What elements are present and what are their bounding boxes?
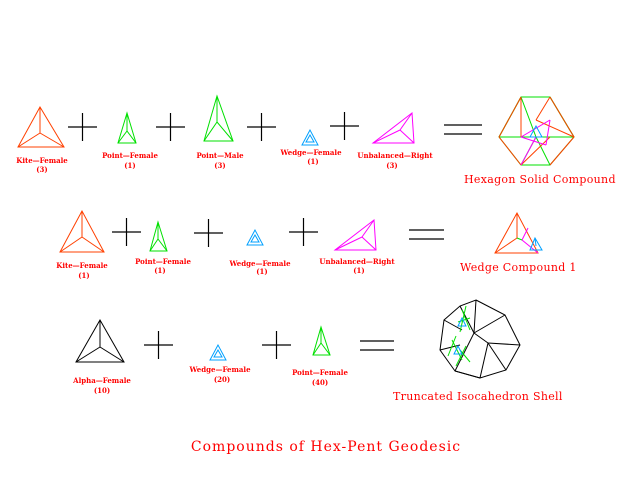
plus-sign [330, 112, 359, 140]
equals-sign [444, 124, 482, 135]
plus-sign [247, 113, 276, 141]
part-count: (10) [94, 386, 110, 395]
part-count: (3) [386, 161, 398, 170]
part-name: Unbalanced—Right [319, 257, 395, 266]
point-female-shape [117, 111, 137, 144]
equals-sign [409, 229, 444, 240]
part-name: Point—Female [102, 151, 158, 160]
plus-sign [289, 218, 318, 246]
part-name: Wedge—Female [188, 365, 251, 374]
part-count: (1) [154, 266, 166, 275]
plus-sign [112, 218, 141, 246]
part-count: (1) [353, 266, 365, 275]
part-count: (1) [307, 157, 319, 166]
part-name: Point—Female [292, 368, 348, 377]
kite-female-shape [59, 209, 105, 253]
point-female-shape [312, 325, 331, 356]
part-count: (40) [312, 378, 328, 387]
part-count: (20) [214, 375, 230, 384]
plus-sign [194, 219, 223, 247]
row-3: Alpha—Female (10) Wedge—Female (20) Poin… [72, 299, 563, 403]
wedge-female-shape [209, 343, 227, 361]
plus-sign [144, 331, 173, 359]
plus-sign [262, 331, 291, 359]
row-1: Kite—Female (3) Point—Female (1) Point—M… [16, 94, 616, 186]
wedge-female-shape [246, 228, 264, 246]
part-name: Point—Male [196, 151, 244, 160]
unbalanced-right-shape [371, 112, 415, 144]
equals-sign [360, 340, 394, 351]
part-count: (3) [214, 161, 226, 170]
wedge-compound-shape [494, 211, 543, 254]
part-count: (1) [256, 267, 268, 276]
diagram-title: Compounds of Hex-Pent Geodesic [191, 439, 461, 455]
part-name: Alpha—Female [72, 376, 131, 385]
hexagon-compound-shape [498, 96, 575, 166]
kite-female-shape [17, 105, 65, 148]
plus-sign [68, 113, 97, 141]
unbalanced-right-shape [333, 219, 377, 251]
part-name: Kite—Female [56, 261, 108, 270]
truncated-icosahedron-shape [439, 299, 521, 379]
part-count: (1) [124, 161, 136, 170]
part-name: Kite—Female [16, 156, 68, 165]
alpha-female-shape [75, 318, 125, 363]
part-name: Unbalanced—Right [357, 151, 433, 160]
point-female-shape [149, 220, 168, 252]
point-male-shape [203, 94, 234, 142]
result-label: Hexagon Solid Compound [464, 173, 616, 186]
part-name: Wedge—Female [228, 259, 291, 268]
part-count: (3) [36, 165, 48, 174]
part-name: Point—Female [135, 257, 191, 266]
part-name: Wedge—Female [279, 148, 342, 157]
result-label: Wedge Compound 1 [460, 261, 577, 274]
result-label: Truncated Isocahedron Shell [393, 390, 563, 403]
row-2: Kite—Female (1) Point—Female (1) Wedge—F… [56, 209, 577, 280]
wedge-female-shape [301, 128, 319, 146]
plus-sign [156, 113, 185, 141]
part-count: (1) [78, 271, 90, 280]
